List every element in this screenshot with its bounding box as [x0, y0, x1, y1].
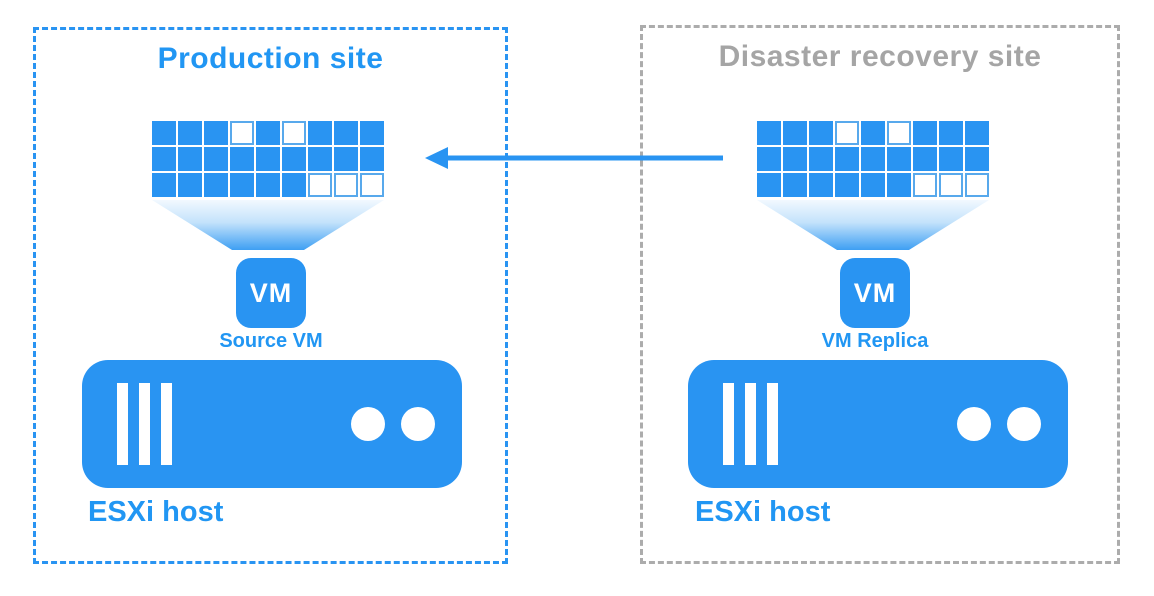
data-block-empty — [939, 173, 963, 197]
data-block-filled — [861, 147, 885, 171]
data-block-filled — [204, 173, 228, 197]
production-data-blocks — [152, 121, 384, 197]
disaster-recovery-esxi-server-icon — [688, 360, 1068, 488]
data-block-filled — [360, 121, 384, 145]
data-block-filled — [256, 173, 280, 197]
data-block-filled — [783, 147, 807, 171]
production-vm-label: Source VM — [219, 330, 323, 352]
disaster-recovery-data-blocks — [757, 121, 989, 197]
data-block-empty — [230, 121, 254, 145]
data-block-filled — [204, 147, 228, 171]
server-vents-icon — [723, 383, 778, 465]
data-block-filled — [178, 121, 202, 145]
disaster-recovery-host-label: ESXi host — [695, 496, 831, 528]
data-block-filled — [152, 173, 176, 197]
data-block-filled — [178, 147, 202, 171]
data-block-filled — [809, 173, 833, 197]
data-block-filled — [835, 147, 859, 171]
data-block-filled — [783, 173, 807, 197]
data-block-empty — [965, 173, 989, 197]
production-site-title: Production site — [157, 42, 384, 75]
data-block-filled — [230, 173, 254, 197]
disaster-recovery-site-box: Disaster recovery site — [640, 25, 1120, 564]
production-esxi-server-icon — [82, 360, 462, 488]
data-block-filled — [939, 121, 963, 145]
data-block-filled — [965, 121, 989, 145]
production-site-box: Production site — [33, 27, 508, 564]
disaster-recovery-vm-icon: VM — [840, 258, 910, 328]
server-leds-icon — [957, 360, 1041, 488]
data-block-filled — [204, 121, 228, 145]
data-block-filled — [861, 121, 885, 145]
data-block-empty — [360, 173, 384, 197]
data-block-empty — [334, 173, 358, 197]
data-block-filled — [757, 121, 781, 145]
data-block-filled — [152, 147, 176, 171]
data-block-filled — [835, 173, 859, 197]
data-block-filled — [308, 121, 332, 145]
data-block-filled — [256, 147, 280, 171]
data-block-filled — [282, 173, 306, 197]
disaster-recovery-site-title: Disaster recovery site — [718, 40, 1042, 73]
replication-arrow-icon — [425, 147, 723, 169]
data-block-filled — [887, 173, 911, 197]
data-block-empty — [835, 121, 859, 145]
server-leds-icon — [351, 360, 435, 488]
data-block-filled — [913, 147, 937, 171]
data-block-filled — [230, 147, 254, 171]
data-block-filled — [152, 121, 176, 145]
data-block-filled — [256, 121, 280, 145]
data-block-filled — [783, 121, 807, 145]
data-block-filled — [939, 147, 963, 171]
data-block-filled — [334, 121, 358, 145]
data-block-filled — [887, 147, 911, 171]
disaster-recovery-vm-label: VM Replica — [821, 330, 929, 352]
data-block-filled — [360, 147, 384, 171]
data-block-filled — [334, 147, 358, 171]
data-block-filled — [178, 173, 202, 197]
data-block-filled — [757, 173, 781, 197]
data-block-empty — [887, 121, 911, 145]
data-block-empty — [308, 173, 332, 197]
data-block-filled — [913, 121, 937, 145]
data-block-empty — [913, 173, 937, 197]
data-block-empty — [282, 121, 306, 145]
data-block-filled — [757, 147, 781, 171]
data-block-filled — [809, 121, 833, 145]
production-host-label: ESXi host — [88, 496, 224, 528]
server-vents-icon — [117, 383, 172, 465]
data-block-filled — [965, 147, 989, 171]
disaster-recovery-vm-icon-text: VM — [853, 277, 897, 308]
production-vm-icon: VM — [236, 258, 306, 328]
data-block-filled — [809, 147, 833, 171]
data-block-filled — [282, 147, 306, 171]
data-block-filled — [308, 147, 332, 171]
data-block-filled — [861, 173, 885, 197]
production-vm-icon-text: VM — [249, 277, 293, 308]
